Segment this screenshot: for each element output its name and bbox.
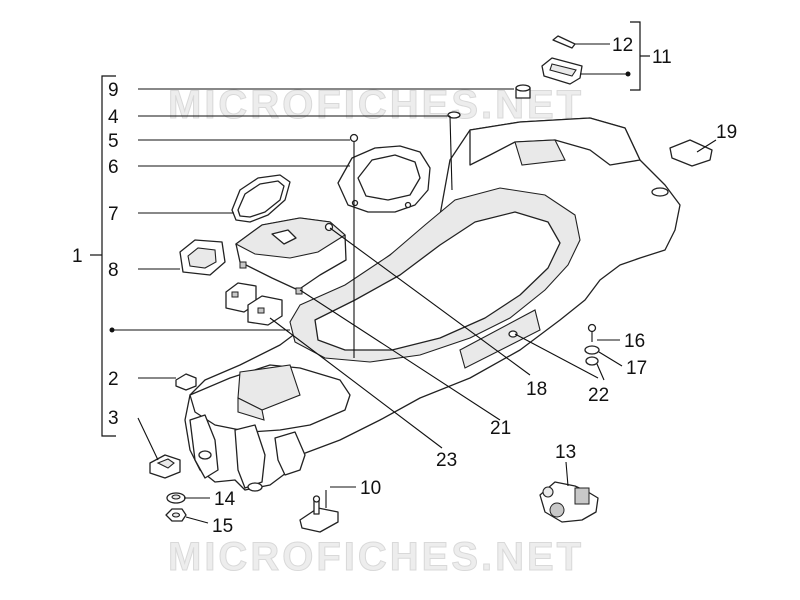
watermark-top: MICROFICHES.NET bbox=[168, 83, 584, 127]
part-5-screw bbox=[349, 133, 359, 143]
part-21-battery-tray bbox=[234, 217, 347, 295]
part-11-block bbox=[541, 57, 583, 85]
part-16-screw bbox=[587, 323, 597, 342]
leader-lines bbox=[109, 43, 717, 524]
callout-15: 15 bbox=[212, 516, 233, 537]
part-12-pin bbox=[552, 35, 576, 49]
callout-labels: 1 2 3 4 5 6 7 8 9 10 11 12 13 14 15 16 1… bbox=[72, 35, 737, 537]
part-19-cap bbox=[669, 139, 713, 167]
part-9-plug bbox=[515, 84, 531, 99]
part-10-bracket bbox=[299, 490, 339, 533]
bracket-group-1 bbox=[101, 75, 116, 437]
callout-11: 11 bbox=[652, 47, 672, 68]
callout-21: 21 bbox=[490, 418, 511, 439]
callout-19: 19 bbox=[716, 122, 737, 143]
part-3-nut bbox=[149, 454, 181, 479]
callout-23: 23 bbox=[436, 450, 457, 471]
callout-8: 8 bbox=[108, 260, 119, 281]
part-6-cover bbox=[337, 145, 431, 213]
part-2-clip bbox=[175, 373, 197, 391]
callout-9: 9 bbox=[108, 80, 119, 101]
callout-4: 4 bbox=[108, 107, 119, 128]
callout-10: 10 bbox=[360, 478, 381, 499]
part-14-washer bbox=[166, 492, 186, 504]
part-8-clip bbox=[179, 239, 226, 276]
part-15-nut bbox=[165, 508, 187, 522]
callout-13: 13 bbox=[555, 442, 576, 463]
callout-16: 16 bbox=[624, 331, 645, 352]
callout-17: 17 bbox=[626, 358, 647, 379]
part-7-gasket bbox=[231, 174, 291, 223]
callout-7: 7 bbox=[108, 204, 119, 225]
watermark-bottom: MICROFICHES.NET bbox=[168, 535, 584, 579]
part-13-connector bbox=[539, 481, 599, 523]
callout-3: 3 bbox=[108, 408, 119, 429]
callout-12: 12 bbox=[612, 35, 633, 56]
part-23-fuse-blocks bbox=[225, 282, 283, 326]
callout-6: 6 bbox=[108, 157, 119, 178]
part-17-washer bbox=[584, 345, 600, 355]
callout-5: 5 bbox=[108, 131, 119, 152]
callout-18: 18 bbox=[526, 379, 547, 400]
callout-2: 2 bbox=[108, 369, 119, 390]
part-22-nut bbox=[585, 356, 599, 366]
callout-1: 1 bbox=[72, 246, 83, 267]
callout-22: 22 bbox=[588, 385, 609, 406]
bracket-group-11 bbox=[630, 21, 641, 91]
callout-14: 14 bbox=[214, 489, 236, 510]
part-4-screw bbox=[447, 111, 461, 119]
